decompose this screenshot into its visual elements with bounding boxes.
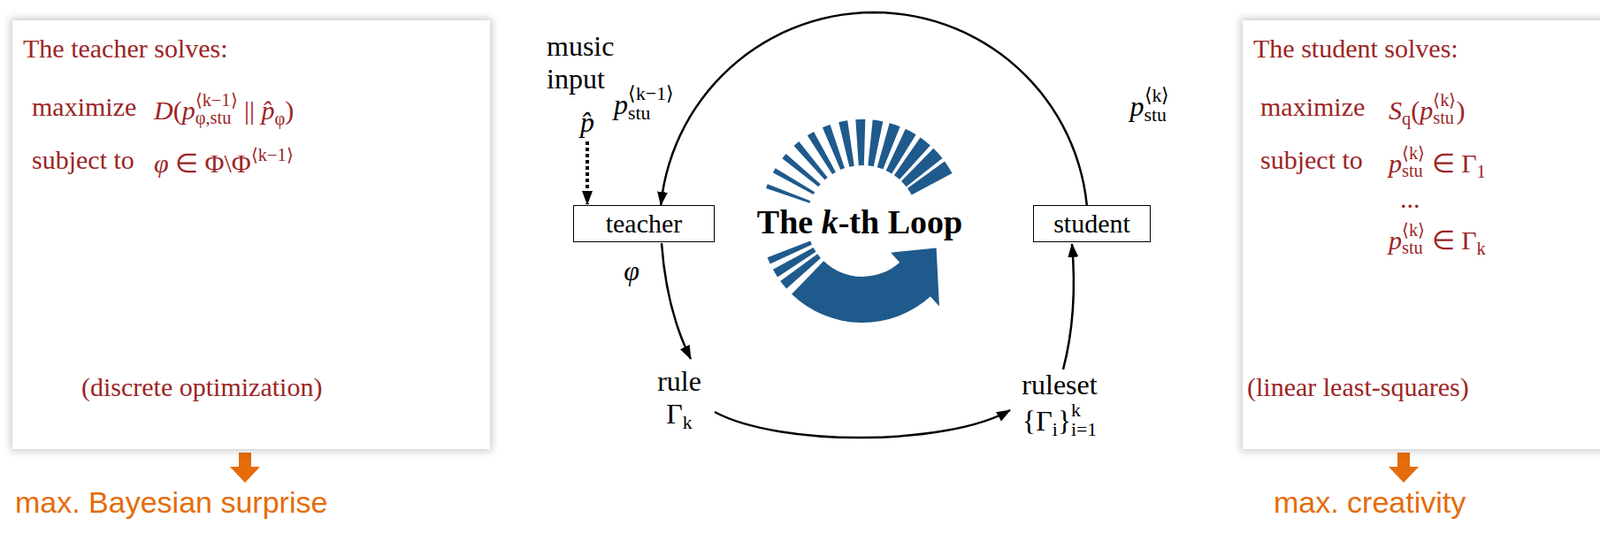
math-part: ∈ Γ xyxy=(1424,148,1477,178)
math-part: φ xyxy=(275,108,286,129)
math-part: The xyxy=(757,203,822,241)
math-part: stu xyxy=(1401,238,1425,257)
loop-arrow xyxy=(714,410,1011,438)
math-label: p⟨k⟩stu xyxy=(1130,86,1171,126)
down-arrow xyxy=(229,452,261,483)
math-part: p xyxy=(1388,148,1402,178)
math-part: i xyxy=(1052,419,1058,441)
math-part: k xyxy=(1477,238,1486,259)
math-part: p̂ xyxy=(261,95,276,125)
loop-connector xyxy=(660,12,1088,206)
box-label: student xyxy=(1053,207,1131,240)
loop-title: The k-th Loop xyxy=(757,203,963,243)
panel-text: maximize xyxy=(31,91,137,123)
math-part: ⟨k−1⟩φ,stu xyxy=(195,91,238,128)
box-label: teacher xyxy=(605,207,683,240)
math-part: D xyxy=(153,95,174,125)
math-part: p xyxy=(613,88,628,121)
icon-segment xyxy=(794,141,828,180)
icon-segment xyxy=(773,168,815,195)
math-part: -th Loop xyxy=(838,203,963,241)
panel-text: φ ∈ Φ\Φ⟨k−1⟩ xyxy=(153,144,294,180)
icon-segment xyxy=(838,120,855,167)
math-label: p⟨k−1⟩stu xyxy=(613,84,674,124)
math-part: k xyxy=(1071,401,1097,422)
panel-text: The student solves: xyxy=(1253,32,1459,65)
math-part: ⟨k⟩ xyxy=(1401,221,1425,239)
process-box: teacher xyxy=(573,205,715,243)
panel-text: Sq(p⟨k⟩stu) xyxy=(1388,91,1465,130)
input-label: music input xyxy=(546,30,636,96)
down-arrow xyxy=(1388,452,1419,483)
dashed-input-arrow xyxy=(585,141,590,205)
math-part: p xyxy=(1130,90,1145,123)
panel-text: subject to xyxy=(1260,144,1363,177)
math-part: ⟨k⟩stu xyxy=(1401,221,1425,258)
loop-arrow xyxy=(1063,244,1074,370)
process-box: student xyxy=(1033,205,1151,243)
icon-segment xyxy=(781,153,820,187)
math-part: } xyxy=(1057,404,1072,437)
panel-text: The teacher solves: xyxy=(22,32,229,65)
math-part: ⟨k−1⟩stu xyxy=(627,84,674,124)
icon-segment xyxy=(855,119,866,166)
panel-text: (discrete optimization) xyxy=(81,371,322,404)
student-panel: The student solves:maximizeSq(p⟨k⟩stu)su… xyxy=(1242,20,1600,450)
math-part: S xyxy=(1388,95,1402,125)
math-label: φ xyxy=(623,254,640,288)
math-part: p xyxy=(1419,95,1433,125)
outcome-caption: max. Bayesian surprise xyxy=(15,484,328,521)
math-label: p̂ xyxy=(580,106,595,139)
icon-segment xyxy=(907,160,953,195)
math-part: ∈ Γ xyxy=(1424,225,1477,255)
math-part: ( xyxy=(173,95,183,125)
panel-text: ... xyxy=(1400,183,1421,215)
math-part: k xyxy=(821,203,839,241)
math-part: p̂ xyxy=(580,106,595,138)
math-part: q xyxy=(1401,108,1411,129)
math-part: φ,stu xyxy=(195,108,238,127)
math-part: ⟨k−1⟩ xyxy=(251,145,294,165)
panel-text: (linear least-squares) xyxy=(1247,371,1470,404)
math-part: ⟨k⟩ xyxy=(1432,91,1456,109)
math-part: stu xyxy=(627,104,674,124)
math-part: ki=1 xyxy=(1071,401,1097,441)
math-part: stu xyxy=(1401,161,1425,180)
math-part: 1 xyxy=(1477,161,1486,182)
rule-label: rule Γk xyxy=(648,365,711,435)
math-part: stu xyxy=(1144,106,1171,126)
math-part: p xyxy=(182,95,196,125)
math-part: φ xyxy=(623,254,640,287)
math-part: ) xyxy=(1455,95,1465,125)
math-part: p xyxy=(1388,225,1402,255)
loop-arrow xyxy=(661,243,691,360)
panel-text: subject to xyxy=(31,144,135,177)
math-part: ⟨k−1⟩ xyxy=(195,91,238,109)
math-part: ⟨k⟩ xyxy=(1401,144,1425,162)
math-part: ⟨k⟩stu xyxy=(1144,86,1171,126)
panel-text: p⟨k⟩stu ∈ Γ1 xyxy=(1388,144,1486,183)
panel-text: maximize xyxy=(1260,91,1365,123)
icon-segment xyxy=(890,247,940,307)
math-part: ⟨k−1⟩ xyxy=(627,84,674,105)
outcome-caption: max. creativity xyxy=(1273,484,1466,521)
panel-text: p⟨k⟩stu ∈ Γk xyxy=(1388,221,1486,260)
math-part: ) xyxy=(284,95,294,125)
panel-text: D(p⟨k−1⟩φ,stu || p̂φ) xyxy=(153,91,294,130)
math-part: i=1 xyxy=(1071,421,1097,441)
ruleset-label: ruleset {Γi}ki=1 xyxy=(1015,368,1104,442)
math-part: ∈ Φ\Φ xyxy=(168,148,252,178)
math-part: stu xyxy=(1432,108,1456,127)
math-part: φ xyxy=(153,148,169,178)
math-part: ⟨k⟩stu xyxy=(1432,91,1456,128)
math-part: || xyxy=(237,95,262,125)
math-part: ⟨k⟩ xyxy=(1144,86,1171,107)
math-part: rule Γ xyxy=(657,365,702,430)
math-part: k xyxy=(682,412,693,434)
teacher-panel: The teacher solves:maximizeD(p⟨k−1⟩φ,stu… xyxy=(12,20,490,450)
math-part: ⟨k⟩stu xyxy=(1401,144,1425,181)
math-part: ( xyxy=(1410,95,1420,125)
